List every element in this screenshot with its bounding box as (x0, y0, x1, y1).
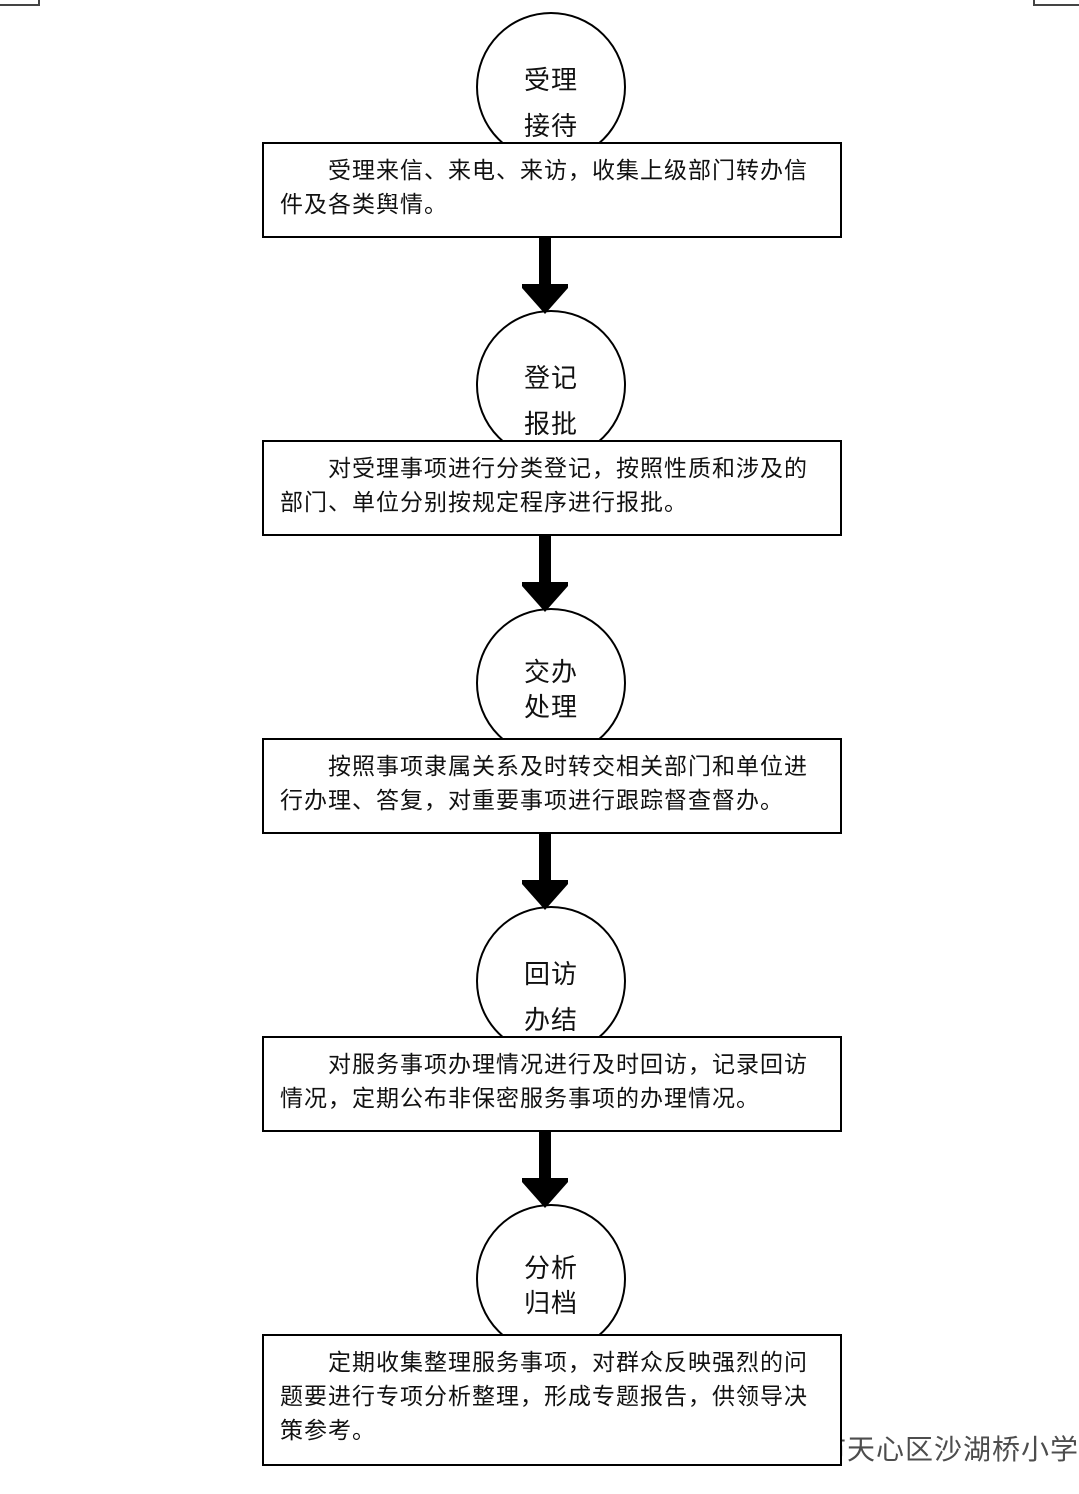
step-description-accept-reception: 受理来信、来电、来访，收集上级部门转办信件及各类舆情。 (262, 142, 842, 238)
corner-mark-right (1033, 0, 1079, 6)
step-node-accept-reception: 受理 接待 (476, 12, 626, 162)
step-node-followup-close: 回访 办结 (476, 906, 626, 1056)
step-node-label: 回访 办结 (523, 960, 578, 1036)
flow-arrow (522, 832, 568, 910)
flow-arrow (522, 534, 568, 612)
step-node-label: 分析归档 (523, 1254, 578, 1319)
flow-arrow (522, 236, 568, 314)
step-node-register-report: 登记 报批 (476, 310, 626, 460)
step-node-label: 交办处理 (523, 658, 578, 723)
step-description-register-report: 对受理事项进行分类登记，按照性质和涉及的部门、单位分别按规定程序进行报批。 (262, 440, 842, 536)
corner-mark-left (0, 0, 40, 6)
step-node-analyze-archive: 分析归档 (476, 1204, 626, 1354)
step-description-analyze-archive: 定期收集整理服务事项，对群众反映强烈的问题要进行专项分析整理，形成专题报告，供领… (262, 1334, 842, 1466)
step-description-followup-close: 对服务事项办理情况进行及时回访，记录回访情况，定期公布非保密服务事项的办理情况。 (262, 1036, 842, 1132)
step-node-assign-handle: 交办处理 (476, 608, 626, 758)
step-description-assign-handle: 按照事项隶属关系及时转交相关部门和单位进行办理、答复，对重要事项进行跟踪督查督办… (262, 738, 842, 834)
step-node-label: 受理 接待 (523, 66, 578, 142)
flow-arrow (522, 1130, 568, 1208)
step-node-label: 登记 报批 (523, 364, 578, 440)
